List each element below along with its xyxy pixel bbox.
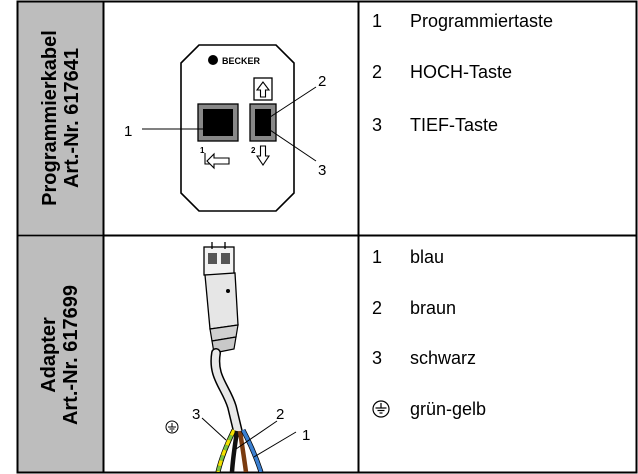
legend-item: 3 schwarz [372,348,476,369]
brand-text: BECKER [222,56,261,66]
legend-item: 2 HOCH-Taste [372,62,512,83]
wire-green-yellow-stripe [216,429,236,472]
cable-jacket [211,349,242,436]
callout-line-2 [235,420,278,450]
plug-pin [221,253,230,264]
ground-symbol-icon [372,400,390,418]
plug-pin [208,253,217,264]
legend-number [372,399,410,421]
callout-number-3: 3 [192,406,200,423]
button-mark-1: 1 [200,146,205,155]
legend-number: 2 [372,62,383,82]
callout-line-1 [253,431,297,458]
legend-number: 3 [372,348,383,368]
wire-green-yellow [216,429,236,472]
legend-text: schwarz [410,348,477,368]
legend-text: blau [410,247,445,267]
callout-line-3 [263,125,317,162]
wire-black [229,430,240,472]
legend-number: 1 [372,247,383,267]
wire-brown [237,430,249,472]
button-mark-2: 2 [251,146,256,155]
adapter-body [204,272,239,330]
ground-symbol-icon [165,420,179,434]
arrow-left-icon [206,152,230,170]
callout-number-2: 2 [318,73,326,90]
legend-number: 3 [372,115,383,135]
arrow-down-icon [255,145,271,166]
legend-item: 1 blau [372,247,444,268]
legend-text: braun [410,298,457,318]
adapter-illustration: 3 2 1 [165,242,310,472]
callout-number-3: 3 [318,162,326,179]
return-corner-icon [204,153,211,165]
legend-number: 1 [372,11,383,31]
sidebar-cell-adapter: Adapter Art.-Nr. 617699 [18,237,103,472]
callout-number-1: 1 [302,427,310,444]
legend-text: grün-gelb [410,399,487,419]
callout-line-3 [201,417,227,441]
programming-button [203,109,233,136]
legend-text: HOCH-Taste [410,62,513,82]
brand-logo-icon [208,55,218,65]
adapter-screw [226,289,230,293]
sidebar-cell-programmierkabel: Programmierkabel Art.-Nr. 617641 [18,2,103,234]
legend-item: 1 Programmiertaste [372,11,553,32]
housing-outline [180,44,295,212]
wire-blue [241,429,263,472]
callout-line-2 [263,86,317,122]
legend-text: TIEF-Taste [410,115,499,135]
legend-item: 3 TIEF-Taste [372,115,498,136]
legend-item: grün-gelb [372,399,486,421]
arrow-up-icon [255,81,271,98]
callout-number-2: 2 [276,406,284,423]
legend-text: Programmiertaste [410,11,554,31]
callout-number-1: 1 [124,123,132,140]
programming-cable-illustration: BECKER 1 2 1 2 3 [124,44,326,212]
up-down-button [255,109,271,136]
legend-number: 2 [372,298,383,318]
legend-item: 2 braun [372,298,456,319]
